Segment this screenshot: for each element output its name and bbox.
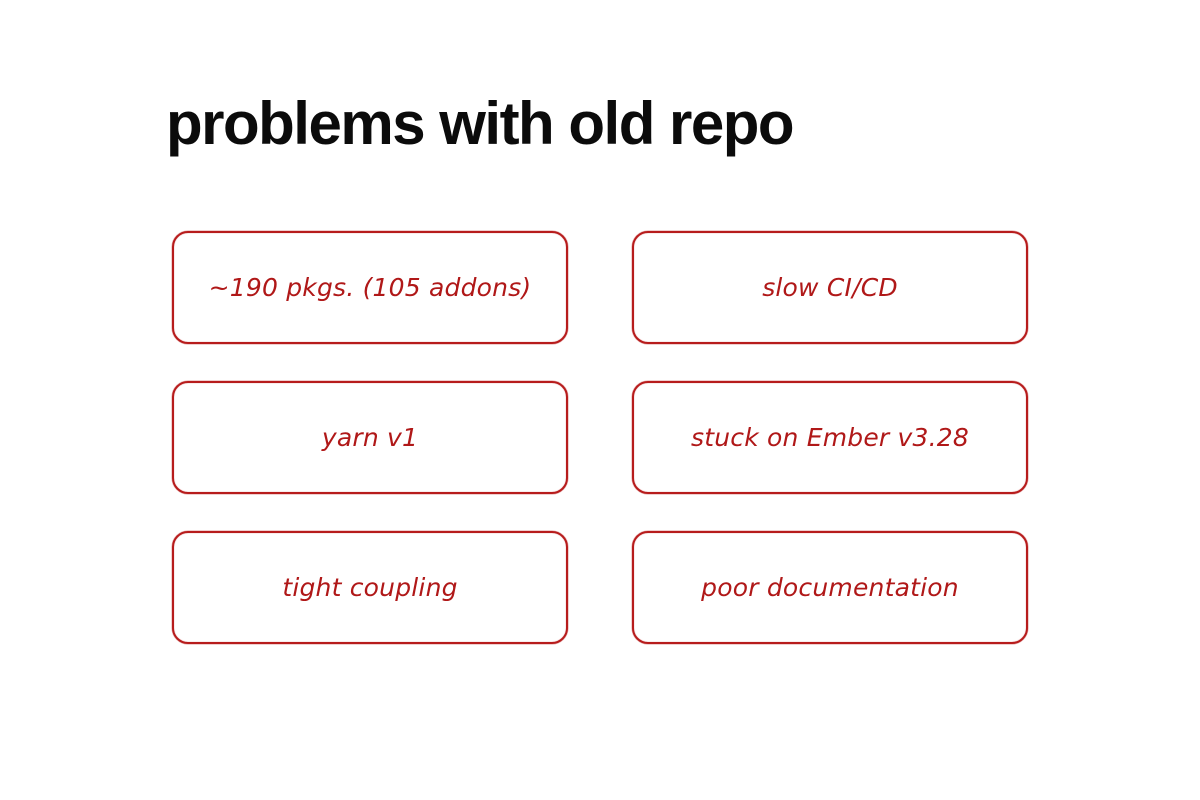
problem-card-documentation: poor documentation [632,531,1028,644]
problems-grid: ~190 pkgs. (105 addons) slow CI/CD yarn … [172,231,1028,644]
problem-label: poor documentation [701,573,959,602]
problem-card-yarn: yarn v1 [172,381,568,494]
problem-card-ember: stuck on Ember v3.28 [632,381,1028,494]
problem-label: tight coupling [282,573,458,602]
problem-label: ~190 pkgs. (105 addons) [208,273,532,302]
problem-label: stuck on Ember v3.28 [690,423,969,452]
problem-card-coupling: tight coupling [172,531,568,644]
problem-label: slow CI/CD [762,273,898,302]
problem-card-packages: ~190 pkgs. (105 addons) [172,231,568,344]
problem-card-ci-cd: slow CI/CD [632,231,1028,344]
slide-title: problems with old repo [166,90,795,157]
problem-label: yarn v1 [321,423,419,452]
